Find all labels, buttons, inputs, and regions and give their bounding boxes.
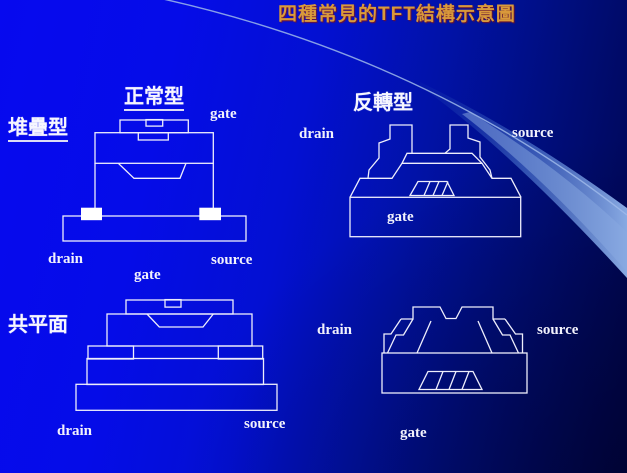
diagram-coplanar-tft (75, 298, 278, 411)
side-label-coplanar: 共平面 (8, 314, 68, 336)
drain-contact (87, 345, 135, 360)
insulator-layer (106, 313, 253, 347)
side-label-stacked-type: 堆疊型 (8, 117, 68, 142)
source-contact (217, 345, 264, 360)
insulator-mesa (349, 162, 522, 198)
heading-normal-type: 正常型 (124, 86, 184, 111)
label-source-inverted-coplanar: source (537, 322, 579, 338)
channel-trapezoid (146, 313, 214, 328)
diagram-stacked-tft (62, 118, 247, 242)
label-source-stacked: source (211, 252, 253, 268)
hatch-region (408, 180, 456, 197)
channel-layer (401, 152, 483, 164)
hatch-region (417, 370, 484, 391)
label-source-coplanar: source (244, 416, 286, 432)
substrate (62, 215, 247, 242)
drain-tower (367, 124, 413, 179)
buffer-layer (86, 357, 265, 386)
label-gate-inverted: gate (387, 209, 414, 225)
label-drain-stacked: drain (48, 251, 84, 267)
swoosh-decoration (164, 0, 627, 278)
source-tower (444, 124, 493, 179)
gate-base (381, 352, 528, 394)
left-inner-step (386, 318, 414, 354)
label-gate-coplanar: gate (134, 267, 161, 283)
diagram-inverted-coplanar-tft (381, 306, 528, 394)
label-drain-coplanar: drain (57, 423, 93, 439)
slide-title: 四種常見的TFT結構示意圖 (278, 4, 516, 25)
heading-inverted-type: 反轉型 (353, 92, 413, 114)
gate-notch (164, 298, 182, 308)
channel-trapezoid (117, 162, 187, 179)
channel-slopes (416, 320, 493, 354)
hatch-lines (435, 371, 470, 390)
insulator-body (94, 132, 214, 164)
source-contact (199, 207, 221, 221)
right-inner-step (492, 318, 520, 354)
substrate (75, 383, 278, 411)
top-electrode-profile (401, 306, 505, 320)
label-source-inverted: source (512, 125, 554, 141)
label-gate-stacked: gate (210, 106, 237, 122)
drain-contact (81, 207, 102, 221)
right-outer-step (504, 318, 524, 353)
gate-base (349, 196, 522, 238)
label-gate-inverted-coplanar: gate (400, 425, 427, 441)
label-drain-inverted-coplanar: drain (317, 322, 353, 338)
label-drain-inverted: drain (299, 126, 335, 142)
diagram-inverted-tft (349, 124, 522, 238)
hatch-lines (423, 181, 449, 196)
gate-notch (145, 118, 164, 127)
left-outer-step (383, 318, 402, 353)
body-notch (137, 132, 169, 141)
